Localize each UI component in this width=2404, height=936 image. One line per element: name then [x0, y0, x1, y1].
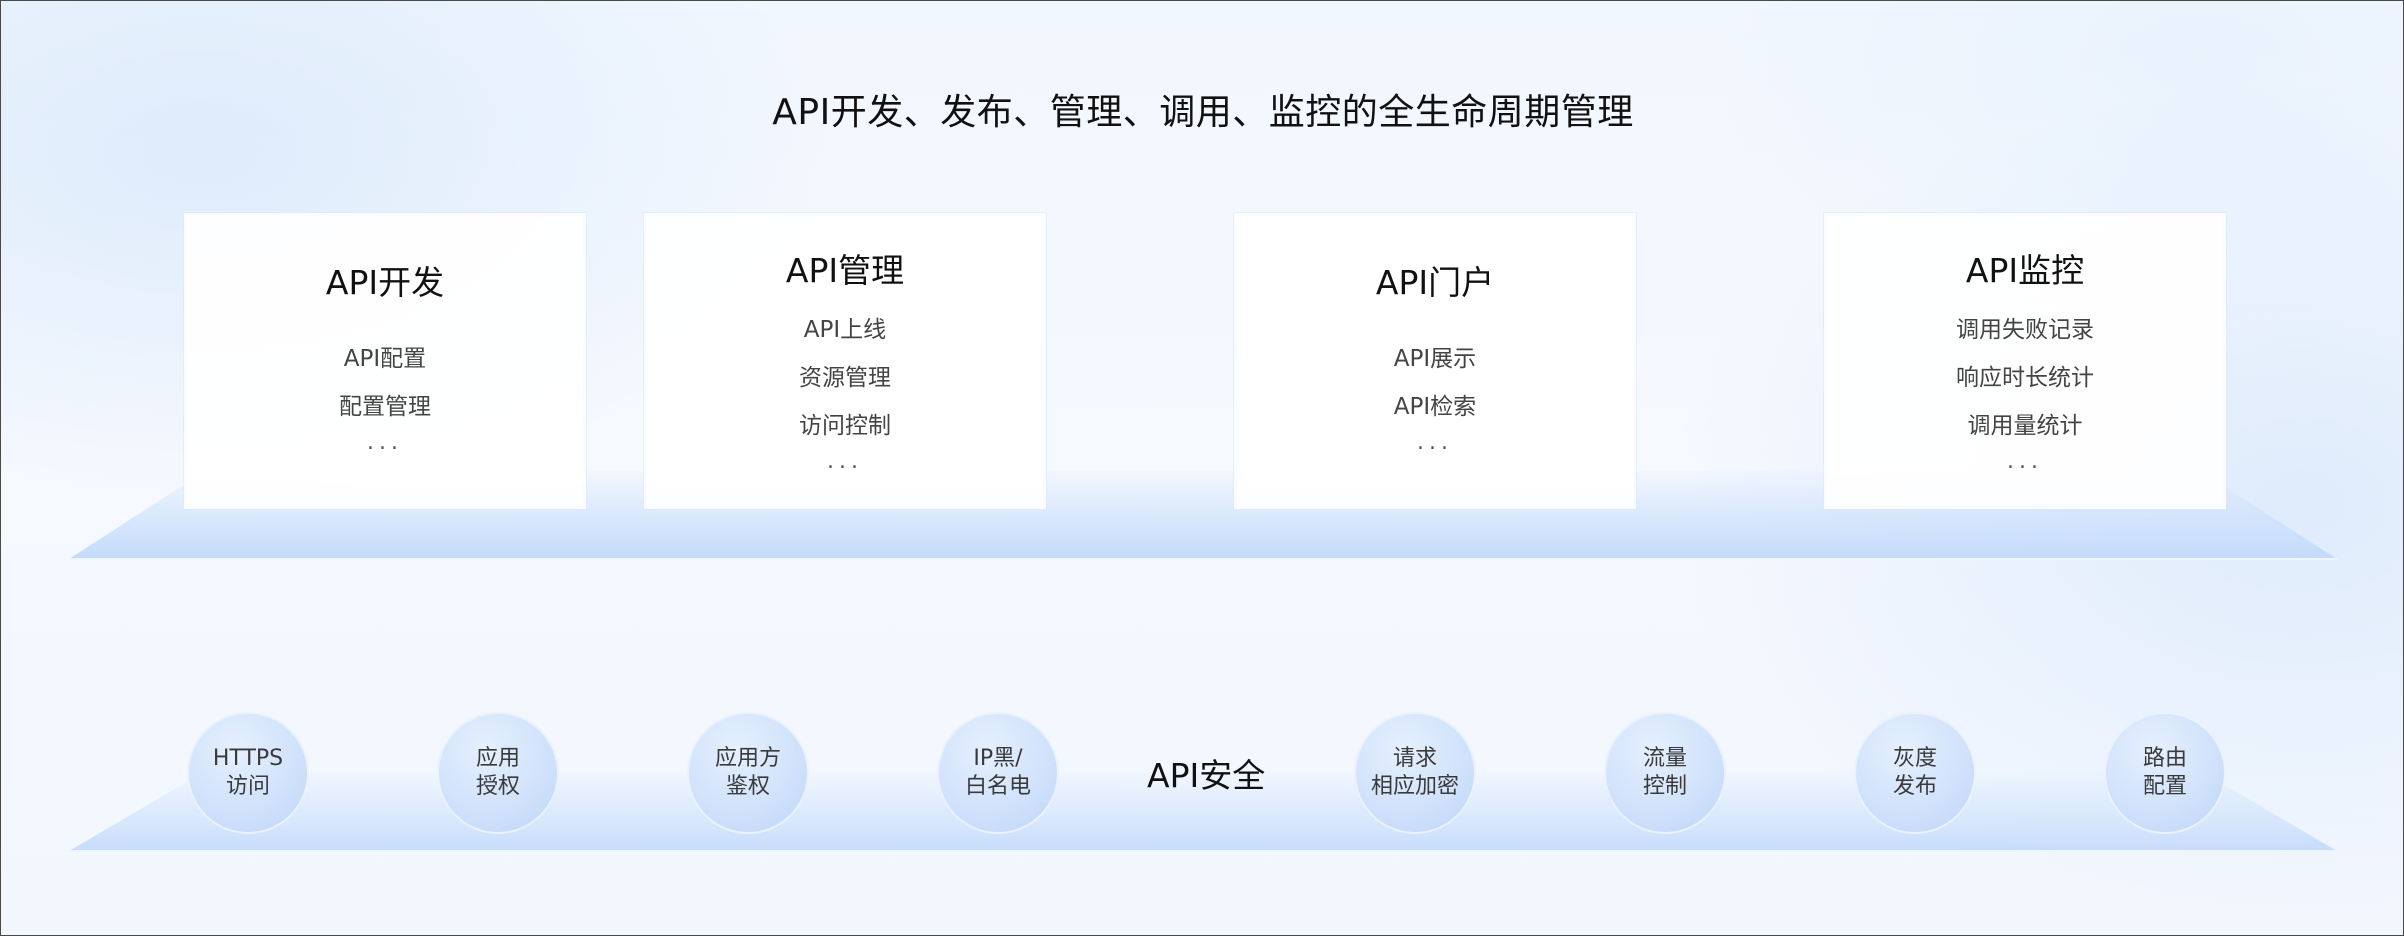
security-item-line2: 鉴权: [725, 774, 770, 799]
security-item-line2: 授权: [475, 774, 520, 799]
card-title: API监控: [1965, 251, 2085, 290]
security-platform-edge: [69, 850, 2337, 852]
security-item-line1: 流量: [1642, 746, 1687, 771]
card-api-management: API管理 API上线 资源管理 访问控制 ...: [644, 213, 1046, 509]
security-item-app-authentication: 应用方 鉴权: [687, 712, 809, 834]
card-more: ...: [1417, 430, 1453, 455]
security-item-encryption: 请求 相应加密: [1354, 712, 1476, 834]
security-item-ip-list: IP黑/ 白名电: [937, 712, 1059, 834]
page-title: API开发、发布、管理、调用、监控的全生命周期管理: [772, 92, 1634, 133]
card-item: 调用失败记录: [1956, 317, 2094, 343]
security-item-line2: 配置: [2142, 774, 2187, 799]
card-title: API开发: [325, 263, 445, 302]
card-item: 调用量统计: [1967, 413, 2083, 439]
card-item: 配置管理: [339, 394, 431, 420]
security-item-line2: 相应加密: [1370, 774, 1459, 799]
card-item: API检索: [1393, 394, 1477, 420]
card-api-monitoring: API监控 调用失败记录 响应时长统计 调用量统计 ...: [1824, 213, 2226, 509]
security-label: API安全: [1147, 756, 1266, 795]
security-item-app-authorization: 应用 授权: [437, 712, 559, 834]
card-item: 资源管理: [799, 365, 891, 391]
security-item-line1: HTTPS: [212, 746, 284, 771]
security-item-line2: 发布: [1892, 774, 1937, 799]
card-api-development: API开发 API配置 配置管理 ...: [184, 213, 586, 509]
card-more: ...: [827, 449, 863, 474]
card-item: 响应时长统计: [1956, 365, 2094, 391]
card-item: API上线: [803, 317, 887, 343]
lifecycle-platform-edge: [69, 558, 2337, 560]
security-item-line1: 应用方: [714, 746, 781, 771]
card-item: API展示: [1393, 346, 1477, 372]
security-item-traffic-control: 流量 控制: [1604, 712, 1726, 834]
security-item-line2: 控制: [1642, 774, 1687, 799]
card-item: 访问控制: [799, 413, 891, 439]
card-more: ...: [367, 430, 403, 455]
security-item-gray-release: 灰度 发布: [1854, 712, 1976, 834]
card-title: API门户: [1375, 263, 1495, 302]
security-item-line1: IP黑/: [973, 746, 1023, 771]
security-item-line1: 应用: [475, 746, 520, 771]
security-item-line2: 白名电: [964, 774, 1031, 799]
security-item-https: HTTPS 访问: [187, 712, 309, 834]
card-api-portal: API门户 API展示 API检索 ...: [1234, 213, 1636, 509]
card-title: API管理: [785, 251, 905, 290]
security-item-routing-config: 路由 配置: [2104, 712, 2226, 834]
security-item-line1: 路由: [2142, 746, 2187, 771]
card-more: ...: [2007, 449, 2043, 474]
security-item-line2: 访问: [225, 774, 270, 799]
security-item-line1: 灰度: [1892, 746, 1937, 771]
security-item-line1: 请求: [1392, 746, 1437, 771]
card-item: API配置: [343, 346, 427, 372]
